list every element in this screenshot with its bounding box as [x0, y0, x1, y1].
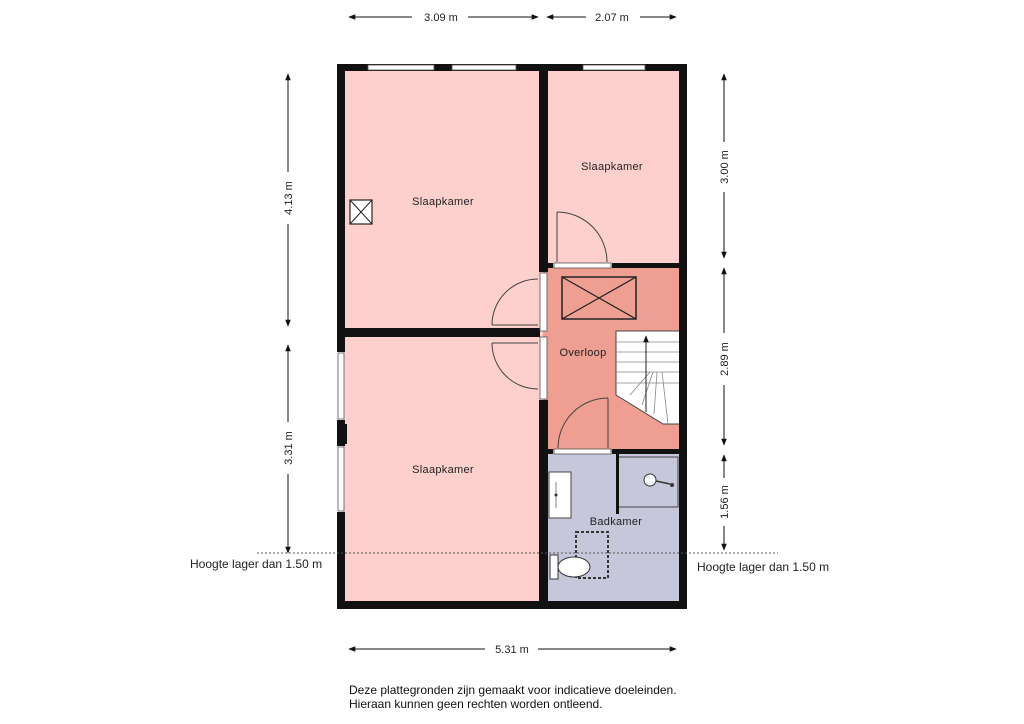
label-landing: Overloop: [559, 347, 606, 359]
dim-top-left: 3.09 m: [424, 12, 458, 24]
dim-left-lower: 3.31 m: [283, 431, 295, 465]
room-bedroom-bottom: [343, 332, 543, 604]
disclaimer-line-1: Deze plattegronden zijn gemaakt voor ind…: [349, 683, 677, 697]
door-bathroom: [557, 397, 609, 449]
attic-hatch-icon: [561, 276, 637, 320]
dim-right-upper: 3.00 m: [719, 150, 731, 184]
dimension-lines: [285, 14, 727, 652]
dim-bottom: 5.31 m: [495, 644, 529, 656]
dim-top-right: 2.07 m: [595, 12, 629, 24]
disclaimer-line-2: Hieraan kunnen geen rechten worden ontle…: [349, 697, 603, 711]
door-bedroom-bottom: [491, 342, 539, 390]
label-bedroom-bottom: Slaapkamer: [412, 464, 474, 476]
staircase: [615, 330, 682, 425]
dim-left-upper: 4.13 m: [283, 181, 295, 215]
shower-icon: [617, 456, 679, 508]
height-note-right: Hoogte lager dan 1.50 m: [697, 560, 829, 574]
door-bedroom-top-right: [556, 211, 608, 263]
dim-right-lower: 1.56 m: [719, 485, 731, 519]
door-bedroom-top-left: [491, 278, 539, 326]
vent-icon: [349, 199, 373, 225]
label-bedroom-top-right: Slaapkamer: [581, 161, 643, 173]
toilet-icon: [549, 531, 609, 580]
label-bedroom-top-left: Slaapkamer: [412, 196, 474, 208]
height-note-left: Hoogte lager dan 1.50 m: [190, 557, 322, 571]
windows: [337, 64, 646, 512]
room-bedroom-top-right: [543, 70, 681, 266]
sink-icon: [548, 471, 572, 519]
dim-right-middle: 2.89 m: [719, 342, 731, 376]
label-bathroom: Badkamer: [590, 516, 643, 528]
